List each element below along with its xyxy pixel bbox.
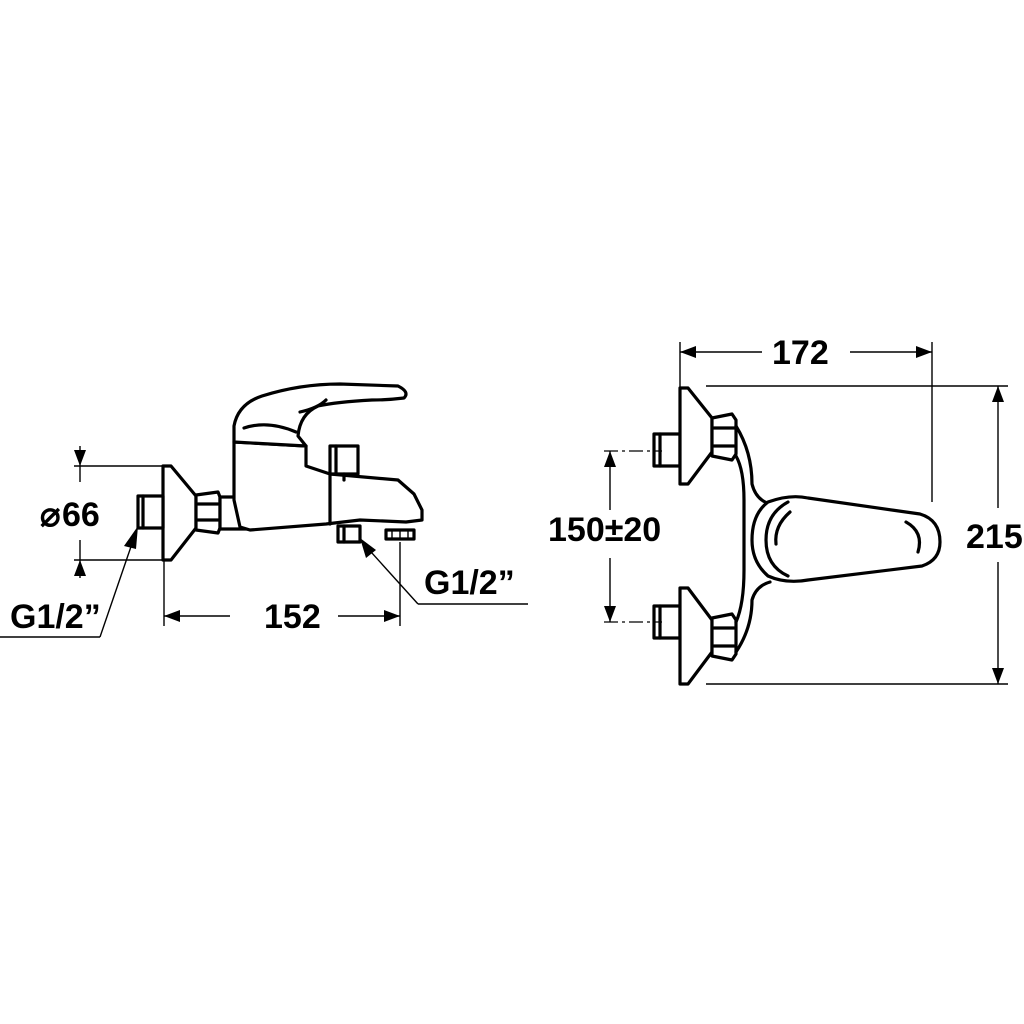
front-mixer-body: [734, 424, 772, 506]
inlet-spacing-label: 150±20: [548, 511, 661, 549]
front-view: 150±20 172 215: [548, 334, 1023, 686]
side-mixer-body: [232, 440, 424, 532]
outlet-thread-label: G1/2”: [424, 564, 515, 602]
side-outlet-nut: [336, 524, 362, 544]
front-upper-inlet: [652, 386, 738, 486]
side-hex-nut: [194, 490, 222, 535]
inlet-thread-label: G1/2”: [10, 598, 101, 636]
side-width-label: 152: [264, 598, 321, 636]
diameter-dimension: [74, 446, 162, 578]
side-width-dimension: [163, 542, 401, 626]
height-dimension: [706, 385, 1008, 685]
front-width-dimension: [679, 342, 933, 502]
front-lever-handle: [750, 495, 942, 583]
side-view: ⌀ 66 152 G1/2” G1/2”: [0, 382, 528, 638]
inlet-thread-leader: [0, 526, 138, 638]
diameter-symbol: ⌀: [40, 496, 61, 534]
side-lever-handle: [232, 382, 408, 448]
front-lower-inlet: [652, 586, 738, 686]
side-diverter-knob: [328, 444, 360, 476]
height-label: 215: [966, 518, 1023, 556]
inlet-spacing-dimension: [604, 451, 616, 622]
front-width-label: 172: [772, 334, 829, 372]
diameter-label: 66: [62, 496, 100, 534]
outlet-thread-leader: [360, 538, 528, 605]
side-wall-flange: [161, 464, 198, 562]
